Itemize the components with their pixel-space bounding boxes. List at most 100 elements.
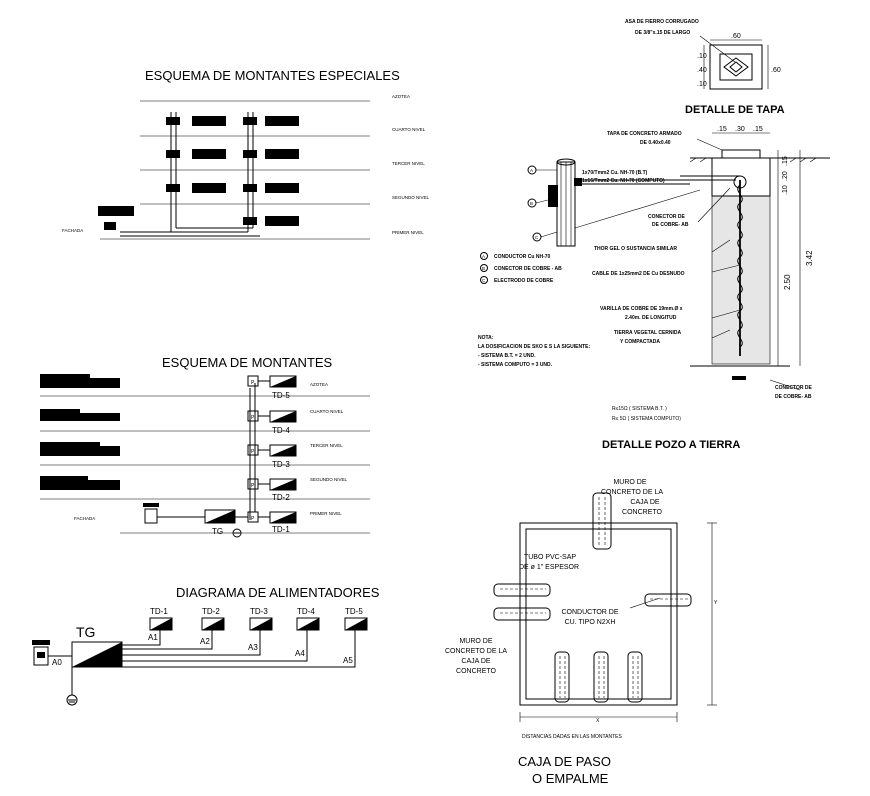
pozo-top-dim-1: .15 bbox=[717, 126, 727, 133]
pozo-varilla: VARILLA DE COBRE DE 19mm.Ø x bbox=[600, 306, 683, 312]
td1-label: TD-1 bbox=[272, 525, 290, 534]
esquema-montantes-especiales: ESQUEMA DE MONTANTES ESPECIALES AZOTEA C… bbox=[62, 68, 430, 240]
caja-muro-top-1: MURO DE bbox=[613, 479, 646, 486]
p-box-label-2: P bbox=[251, 483, 255, 489]
board-td1: TD-1 bbox=[150, 607, 168, 616]
pozo-r1: R≤15Ω ( SISTEMA B.T. ) bbox=[612, 406, 667, 412]
svg-text:A: A bbox=[530, 168, 533, 173]
caja-conductor-2: CU. TIPO N2XH bbox=[565, 619, 616, 626]
caja-muro-top-2: CONCRETO DE LA bbox=[601, 489, 663, 496]
td5-label: TD-5 bbox=[272, 391, 290, 400]
board-icons bbox=[149, 617, 368, 631]
tapa-dim-width: .60 bbox=[731, 33, 741, 40]
detalle-pozo-title: DETALLE POZO A TIERRA bbox=[602, 439, 740, 451]
tapa-dim-height: .60 bbox=[771, 67, 781, 74]
caja-muro-left-2: CONCRETO DE LA bbox=[445, 648, 507, 655]
feeder-a2: A2 bbox=[200, 637, 210, 646]
esquema-montantes: ESQUEMA DE MONTANTES AZOTEA CUARTO NIVEL… bbox=[40, 355, 370, 538]
feeder-a4: A4 bbox=[295, 649, 305, 658]
board-td3: TD-3 bbox=[250, 607, 268, 616]
legend-a: CONDUCTOR Cu NH-70 bbox=[494, 254, 551, 260]
ground-icon bbox=[232, 528, 242, 538]
p-box-label-3: P bbox=[251, 449, 255, 455]
caja-distancias: DISTANCIAS DADAS EN LAS MONTANTES bbox=[522, 734, 622, 740]
electrode-iso-icon: A B C bbox=[527, 158, 701, 247]
caja-title-2: O EMPALME bbox=[532, 771, 609, 786]
tube-right bbox=[629, 593, 692, 609]
diagrama-alimentadores: DIAGRAMA DE ALIMENTADORES A0 TG A1 A2 A3… bbox=[32, 585, 380, 706]
tapa-note1: ASA DE FIERRO CORRUGADO bbox=[625, 19, 699, 25]
fachada-label: FACHADA bbox=[62, 228, 83, 233]
level-label-cuarto: CUARTO NIVEL bbox=[392, 127, 426, 132]
level-label-primer: PRIMER NIVEL bbox=[392, 230, 424, 235]
detalle-tapa: ASA DE FIERRO CORRUGADO DE 3/8"x.15 DE L… bbox=[625, 19, 785, 116]
pozo-side-dim-4: 2.50 bbox=[783, 274, 792, 290]
tapa-dim-3: .10 bbox=[697, 81, 707, 88]
nota-title: NOTA: bbox=[478, 335, 494, 341]
pozo-legend: A CONDUCTOR Cu NH-70 B CONECTOR DE COBRE… bbox=[480, 252, 562, 284]
caja-inner-wall bbox=[525, 528, 672, 700]
pozo-side-dim-3: .10 bbox=[782, 185, 789, 195]
p-box-label-1: P bbox=[251, 516, 255, 522]
caja-muro-top-3: CAJA DE bbox=[630, 499, 660, 506]
caja-outer-wall bbox=[519, 522, 678, 706]
board-td4: TD-4 bbox=[297, 607, 315, 616]
board-td5: TD-5 bbox=[345, 607, 363, 616]
caja-conductor-1: CONDUCTOR DE bbox=[561, 609, 618, 616]
diagrama-title: DIAGRAMA DE ALIMENTADORES bbox=[176, 585, 380, 600]
tapa-dim-1: .10 bbox=[697, 53, 707, 60]
level2-azotea: AZOTEA bbox=[310, 382, 328, 387]
caja-de-paso: X Y bbox=[445, 479, 718, 786]
pozo-tapa2: DE 0.40x0.40 bbox=[640, 140, 671, 146]
level-label-segundo: SEGUNDO NIVEL bbox=[392, 195, 430, 200]
td3-label: TD-3 bbox=[272, 460, 290, 469]
esquema-montantes-title: ESQUEMA DE MONTANTES bbox=[162, 355, 333, 370]
caja-muro-top-4: CONCRETO bbox=[622, 509, 662, 516]
pozo-cable: CABLE DE 1x25mm2 DE Cu DESNUDO bbox=[592, 271, 685, 277]
svg-text:B: B bbox=[482, 266, 485, 271]
level2-segundo: SEGUNDO NIVEL bbox=[310, 477, 348, 482]
board-td2: TD-2 bbox=[202, 607, 220, 616]
pozo-cond1: 1x70/Tmm2 Cu. NH-70 (B.T) bbox=[582, 170, 648, 176]
pozo-thor: THOR GEL O SUSTANCIA SIMILAR bbox=[594, 246, 677, 252]
pozo-varilla2: 2.40m. DE LONGITUD bbox=[625, 315, 677, 321]
detalle-tapa-title: DETALLE DE TAPA bbox=[685, 104, 785, 116]
pozo-side-dim-2: .20 bbox=[782, 171, 789, 181]
level2-cuarto: CUARTO NIVEL bbox=[310, 409, 344, 414]
pozo-side-dim-1: .15 bbox=[782, 156, 789, 166]
caja-dim-x: X bbox=[596, 718, 600, 724]
nota-1: LA DOSIFICACION DE SKO E S LA SIGUIENTE: bbox=[478, 344, 590, 350]
caja-tubo-2: DE ø 1" ESPESOR bbox=[519, 564, 579, 571]
level-label-tercer: TERCER NIVEL bbox=[392, 161, 425, 166]
svg-text:B: B bbox=[530, 201, 533, 206]
caja-title-1: CAJA DE PASO bbox=[518, 754, 611, 769]
caja-muro-left-3: CAJA DE bbox=[461, 658, 491, 665]
level2-primer: PRIMER NIVEL bbox=[310, 511, 342, 516]
tapa-plan bbox=[709, 44, 763, 90]
svg-text:C: C bbox=[535, 235, 539, 240]
montantes-panels: P TD-5 P TD-4 P TD-3 P TD-2 P TD-1 bbox=[247, 375, 297, 534]
pozo-side-dim-5: 3.42 bbox=[805, 250, 814, 266]
caja-tubo-1: TUBO PVC-SAP bbox=[524, 554, 576, 561]
nota-2: - SISTEMA B.T. = 2 UND. bbox=[478, 353, 536, 359]
tube-top bbox=[592, 492, 612, 550]
tg-main-label: TG bbox=[76, 624, 95, 640]
legend-c: ELECTRODO DE COBRE bbox=[494, 278, 554, 284]
pozo-r2: R≤ 5Ω ( SISTEMA COMPUTO) bbox=[612, 416, 681, 422]
pozo-conector-b2: DE COBRE- AB bbox=[775, 394, 812, 400]
special-panels bbox=[98, 116, 299, 230]
tubes-bottom bbox=[554, 651, 643, 703]
feeder-a3: A3 bbox=[248, 643, 258, 652]
caja-dim-y: Y bbox=[714, 600, 718, 606]
level-label-azotea: AZOTEA bbox=[392, 94, 410, 99]
pozo-tapa: TAPA DE CONCRETO ARMADO bbox=[607, 131, 682, 137]
meter-icon bbox=[144, 508, 158, 524]
esquema-especiales-title: ESQUEMA DE MONTANTES ESPECIALES bbox=[145, 68, 400, 83]
pozo-top-dim-2: .30 bbox=[735, 126, 745, 133]
feeder-a1: A1 bbox=[148, 633, 158, 642]
tg-label: TG bbox=[212, 527, 223, 536]
fachada2-label: FACHADA bbox=[74, 516, 95, 521]
tapa-dim-2: .40 bbox=[697, 67, 707, 74]
pozo-top-dim-3: .15 bbox=[753, 126, 763, 133]
